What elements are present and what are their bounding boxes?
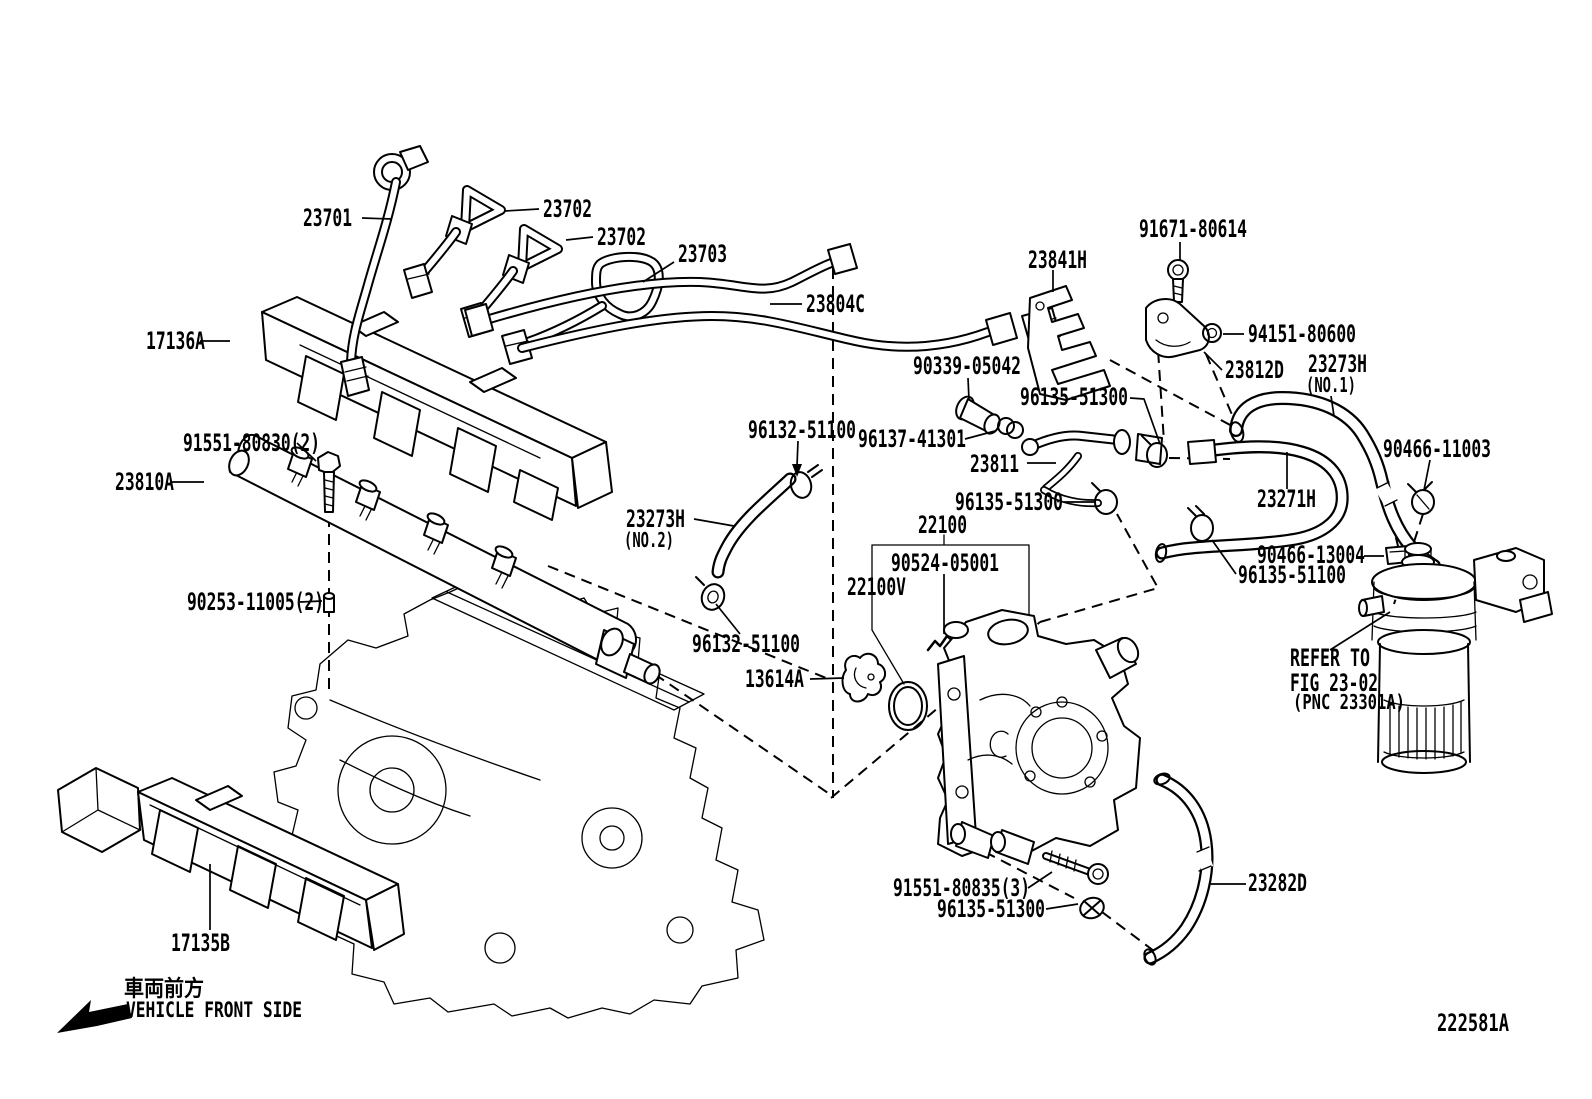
injection-pipe-2-drawing — [403, 190, 501, 299]
engine-block-outline — [273, 581, 765, 1019]
vehicle-front-label-jp: 車両前方 — [124, 976, 204, 1002]
part-labels: 23701 23702 23702 23703 23804C 17136A 91… — [115, 195, 1509, 1037]
part-label-90253-11005: 90253-11005(2) — [187, 588, 324, 616]
part-label-96135-51300-1: 96135-51300 — [1020, 383, 1128, 411]
bolt-91671-80614-drawing — [1167, 259, 1189, 303]
part-label-23273h-no2: 23273H — [626, 505, 685, 533]
part-label-23810a: 23810A — [115, 468, 174, 496]
bolt-91551-80835-drawing — [1042, 850, 1109, 885]
pin-90253-11005-drawing — [323, 592, 335, 613]
part-label-91551-80830: 91551-80830(2) — [183, 429, 320, 457]
hose-23273h-no2-drawing — [695, 464, 823, 611]
part-label-23812d: 23812D — [1225, 356, 1284, 384]
part-label-90339-05042: 90339-05042 — [913, 352, 1021, 380]
fuel-filter-drawing — [1358, 542, 1553, 774]
figure-code: 222581A — [1437, 1009, 1509, 1037]
part-label-13614a: 13614A — [745, 665, 804, 693]
hose-23282d-drawing — [1143, 772, 1211, 966]
bolt-91551-80830-drawing — [317, 451, 341, 513]
o-ring-drawing — [888, 681, 928, 731]
part-label-17136a: 17136A — [146, 327, 205, 355]
part-label-90466-13004: 90466-13004 — [1257, 541, 1365, 569]
injector-cup — [287, 446, 517, 577]
part-label-96132-51100-1: 96132-51100 — [748, 416, 856, 444]
clamp-90466-11003-drawing — [1407, 481, 1435, 515]
leader-lines — [170, 208, 1431, 930]
insulator-17136a-drawing — [261, 296, 613, 521]
bracket-23812d-drawing — [1145, 298, 1210, 358]
part-label-96132-51100-2: 96132-51100 — [692, 630, 800, 658]
part-label-23703: 23703 — [678, 240, 727, 268]
part-label-91671-80614: 91671-80614 — [1139, 215, 1247, 243]
injection-pipe-1-drawing — [340, 145, 429, 397]
refer-note-line1: REFER TO — [1290, 644, 1370, 672]
part-label-23702-2: 23702 — [597, 223, 646, 251]
part-label-22100v: 22100V — [847, 573, 906, 601]
vehicle-front-label-en: VEHICLE FRONT SIDE — [126, 998, 302, 1022]
part-label-96135-51300-2: 96135-51300 — [955, 488, 1063, 516]
refer-note-line2: FIG 23-02 — [1290, 669, 1378, 697]
bracket-23841h-drawing — [1027, 285, 1111, 401]
part-label-96137-41301: 96137-41301 — [858, 425, 966, 453]
supply-pump-22100-drawing — [937, 609, 1141, 865]
part-label-23701: 23701 — [303, 204, 352, 232]
clamp-96135-51100-drawing — [1187, 505, 1214, 542]
clip-96135-51300c-drawing — [1079, 896, 1105, 920]
part-label-23811: 23811 — [970, 450, 1019, 478]
vehicle-front-arrow — [57, 1000, 132, 1033]
part-label-23282d: 23282D — [1248, 869, 1307, 897]
nut-94151-80600-drawing — [1202, 323, 1222, 343]
part-label-23273h-no2-sub: (NO.2) — [624, 528, 674, 552]
part-label-23273h-no1: 23273H — [1308, 350, 1367, 378]
part-label-23841h: 23841H — [1028, 246, 1087, 274]
part-label-96135-51300-3: 96135-51300 — [937, 895, 1045, 923]
refer-note-line3: (PNC 23301A) — [1293, 690, 1405, 714]
part-label-23273h-no1-sub: (NO.1) — [1306, 373, 1356, 397]
part-label-23271h: 23271H — [1257, 485, 1316, 513]
injection-pipe-4-drawing — [501, 257, 659, 365]
part-label-23702-1: 23702 — [543, 195, 592, 223]
part-label-96135-51100: 96135-51100 — [1238, 561, 1346, 589]
part-label-90466-11003: 90466-11003 — [1383, 435, 1491, 463]
hose-23271h-drawing — [1154, 439, 1343, 563]
clamp-96137-41301-drawing — [997, 417, 1024, 439]
part-label-94151-80600: 94151-80600 — [1248, 320, 1356, 348]
spacer-13614a-drawing — [841, 652, 886, 703]
part-label-91551-80835: 91551-80835(3) — [893, 874, 1030, 902]
part-label-17135b: 17135B — [171, 929, 230, 957]
pipe-23811-drawing — [1021, 429, 1168, 515]
insulator-17135b-drawing — [57, 767, 405, 951]
part-label-23804c: 23804C — [806, 290, 865, 318]
part-label-22100: 22100 — [918, 511, 967, 539]
part-label-90524-05001: 90524-05001 — [891, 549, 999, 577]
